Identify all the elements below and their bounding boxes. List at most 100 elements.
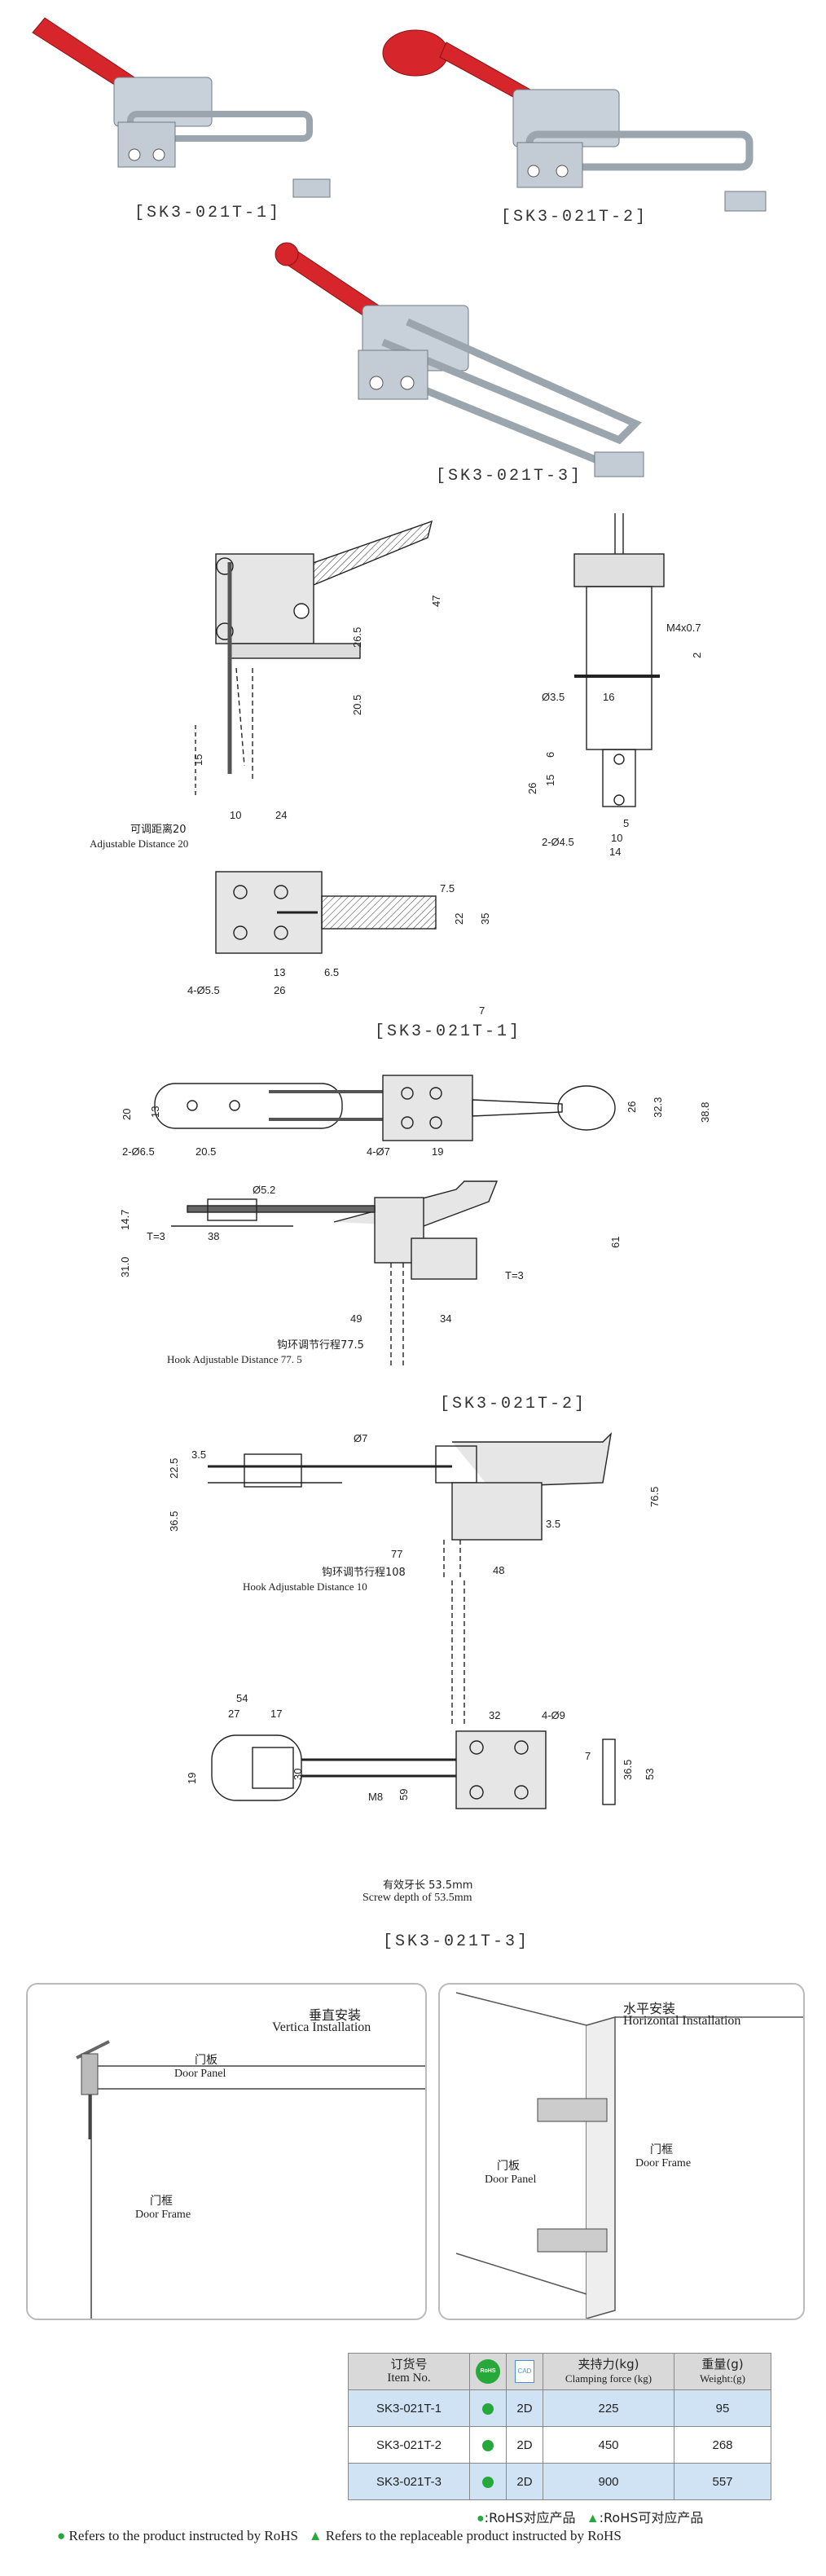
caption-drawing-1: [SK3-021T-1] — [375, 1022, 522, 1041]
svg-text:48: 48 — [493, 1564, 504, 1576]
header-weight: 重量(g) Weight:(g) — [674, 2353, 771, 2390]
table-row: SK3-021T-2 2D 450 268 — [348, 2426, 771, 2464]
side-view-3 — [208, 1431, 613, 1580]
row-weight: 557 — [674, 2463, 771, 2500]
dims-2b: Ø5.2 14.7 31.0 T=3 38 49 34 T=3 61 钩环调节行… — [119, 1184, 622, 1365]
top-view-2 — [154, 1075, 616, 1141]
svg-text:20.5: 20.5 — [196, 1145, 216, 1158]
svg-text:17: 17 — [270, 1708, 282, 1720]
caption-drawing-3: [SK3-021T-3] — [383, 1932, 530, 1951]
row-rohs — [469, 2426, 507, 2464]
rohs-dot-icon — [482, 2402, 494, 2415]
row-cad: 2D — [506, 2426, 543, 2464]
drawing-sk3-021t-2: 20 13 2-Ø6.5 20.5 4-Ø7 19 26 32.3 38.8 Ø… — [119, 1075, 711, 1369]
svg-text:4-Ø5.5: 4-Ø5.5 — [187, 984, 220, 996]
svg-text:4-Ø7: 4-Ø7 — [367, 1145, 390, 1158]
horizontal-install-panel: 水平安装 Horizontal Installation 门板 Door Pan… — [438, 1983, 805, 2320]
svg-text:Ø7: Ø7 — [354, 1432, 367, 1444]
caption-drawing-2: [SK3-021T-2] — [440, 1395, 587, 1413]
svg-text:T=3: T=3 — [505, 1269, 524, 1281]
svg-text:钩环调节行程108: 钩环调节行程108 — [322, 1567, 406, 1579]
caption-top-2: [SK3-021T-2] — [501, 208, 648, 226]
dims-1c: 7.5 22 35 13 6.5 26 7 4-Ø5.5 — [187, 882, 491, 1017]
svg-text:Ø5.2: Ø5.2 — [253, 1184, 275, 1196]
svg-text:77: 77 — [391, 1548, 402, 1560]
svg-text:7: 7 — [585, 1750, 591, 1762]
vertical-title-en: Vertica Installation — [272, 2020, 371, 2034]
svg-text:10: 10 — [230, 809, 241, 821]
svg-text:14: 14 — [609, 846, 621, 858]
svg-text:24: 24 — [275, 809, 287, 821]
svg-text:2: 2 — [691, 653, 703, 658]
dims-2a: 20 13 2-Ø6.5 20.5 4-Ø7 19 26 32.3 38.8 — [121, 1097, 711, 1158]
photo-sk3-021t-3 — [275, 242, 644, 477]
spec-table: 订货号 Item No. RoHS CAD 夹持力(kg) Clamping f… — [348, 2353, 771, 2500]
svg-text:Adjustable Distance 20: Adjustable Distance 20 — [90, 837, 188, 850]
svg-text:4-Ø9: 4-Ø9 — [542, 1709, 565, 1721]
caption-top-1: [SK3-021T-1] — [134, 204, 282, 222]
dims-1a: 47 26.5 20.5 15 10 24 可调距离20 Adjustable … — [90, 596, 442, 850]
header-item: 订货号 Item No. — [348, 2353, 470, 2390]
svg-text:Hook Adjustable Distance 77. 5: Hook Adjustable Distance 77. 5 — [167, 1353, 302, 1365]
photo-sk3-021t-2 — [382, 29, 767, 212]
svg-text:10: 10 — [611, 832, 622, 844]
product-photos — [32, 17, 767, 477]
svg-text:6.5: 6.5 — [324, 966, 339, 978]
horizontal-door-frame-en: Door Frame — [635, 2157, 692, 2169]
triangle-legend-icon: ▲ — [586, 2512, 600, 2525]
dims-3b: 54 27 17 32 4-Ø9 19 30 M8 59 7 36.5 53 有… — [186, 1692, 656, 1892]
svg-text:有效牙长 53.5mm: 有效牙长 53.5mm — [383, 1879, 472, 1892]
svg-text:59: 59 — [398, 1789, 410, 1800]
svg-text:5: 5 — [623, 817, 629, 829]
row-force: 450 — [543, 2426, 674, 2464]
horizontal-door-frame-cn: 门框 — [650, 2143, 673, 2156]
svg-text:20: 20 — [121, 1109, 133, 1120]
svg-text:22.5: 22.5 — [168, 1458, 180, 1479]
dims-3a: 3.5 22.5 36.5 Ø7 77 48 3.5 76.5 钩环调节行程10… — [168, 1432, 661, 1593]
row-item: SK3-021T-3 — [348, 2463, 470, 2500]
svg-text:7.5: 7.5 — [440, 882, 455, 895]
dims-1b: M4x0.7 2 Ø3.5 16 26 15 6 5 10 14 2-Ø4.5 — [526, 622, 703, 858]
rohs-dot-footer-icon: ● — [57, 2528, 66, 2543]
top-view-3 — [211, 1580, 616, 1809]
svg-text:38.8: 38.8 — [699, 1102, 711, 1123]
svg-text:T=3: T=3 — [147, 1230, 165, 1242]
horizontal-title-en: Horizontal Installation — [623, 2014, 741, 2028]
svg-text:76.5: 76.5 — [648, 1487, 661, 1507]
svg-text:38: 38 — [208, 1230, 219, 1242]
svg-text:53: 53 — [644, 1769, 656, 1780]
svg-text:22: 22 — [453, 913, 465, 925]
svg-text:2-Ø4.5: 2-Ø4.5 — [542, 836, 574, 848]
horizontal-door-panel-cn: 门板 — [497, 2160, 520, 2173]
header-force: 夹持力(kg) Clamping force (kg) — [543, 2353, 674, 2390]
legend-short: ●:RoHS对应产品 ▲:RoHS可对应产品 — [477, 2510, 704, 2525]
svg-text:3.5: 3.5 — [191, 1448, 206, 1461]
drawing-sk3-021t-1: 47 26.5 20.5 15 10 24 可调距离20 Adjustable … — [90, 513, 703, 1017]
svg-text:可调距离20: 可调距离20 — [130, 823, 187, 836]
svg-text:47: 47 — [430, 596, 442, 607]
svg-text:26: 26 — [626, 1101, 638, 1113]
rohs-dot-icon — [482, 2439, 494, 2451]
vertical-title-cn: 垂直安装 — [309, 2007, 362, 2023]
svg-text:32: 32 — [489, 1709, 500, 1721]
table-row: SK3-021T-1 2D 225 95 — [348, 2389, 771, 2427]
svg-text:14.7: 14.7 — [119, 1210, 131, 1230]
row-rohs — [469, 2389, 507, 2427]
svg-text:54: 54 — [236, 1692, 248, 1704]
drawing-sk3-021t-3: 3.5 22.5 36.5 Ø7 77 48 3.5 76.5 钩环调节行程10… — [168, 1431, 661, 1892]
rohs-dot-icon — [482, 2476, 494, 2488]
svg-text:16: 16 — [603, 691, 614, 703]
row-cad: 2D — [506, 2463, 543, 2500]
row-weight: 268 — [674, 2426, 771, 2464]
svg-text:2-Ø6.5: 2-Ø6.5 — [122, 1145, 155, 1158]
svg-text:36.5: 36.5 — [622, 1760, 634, 1780]
screw-depth-en: Screw depth of 53.5mm — [362, 1892, 472, 1904]
svg-text:7: 7 — [479, 1004, 485, 1017]
svg-text:35: 35 — [479, 913, 491, 925]
cad-icon: CAD — [515, 2360, 534, 2383]
header-rohs: RoHS — [469, 2353, 507, 2390]
header-cad: CAD — [506, 2353, 543, 2390]
svg-text:49: 49 — [350, 1312, 362, 1325]
svg-text:26.5: 26.5 — [351, 627, 363, 648]
vertical-door-frame-en: Door Frame — [135, 2209, 191, 2221]
